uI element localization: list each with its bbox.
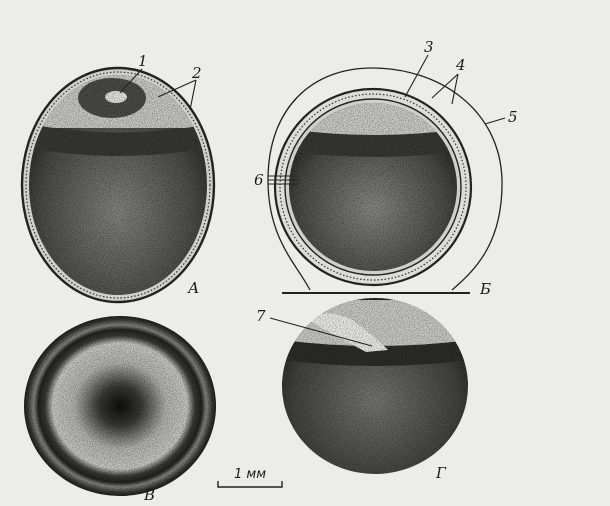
- egg-a: [20, 68, 220, 310]
- egg-b: [268, 68, 502, 293]
- leader-5: [485, 118, 505, 124]
- egg-g: [282, 296, 472, 476]
- label-5: 5: [508, 108, 518, 126]
- label-1: 1: [138, 52, 148, 70]
- label-3: 3: [424, 38, 434, 56]
- leader-3: [405, 55, 428, 97]
- panel-label-b: Б: [479, 280, 491, 298]
- label-2: 2: [191, 64, 202, 82]
- panel-label-v: В: [143, 486, 155, 504]
- panel-label-g: Г: [435, 464, 447, 482]
- label-6: 6: [254, 171, 264, 189]
- scale-bar-label: 1 мм: [234, 467, 266, 482]
- scale-bar: 1 мм: [218, 467, 282, 487]
- label-4: 4: [455, 56, 466, 74]
- panel-label-a: А: [187, 279, 199, 297]
- label-7: 7: [256, 307, 266, 325]
- egg-v: [24, 316, 216, 496]
- leader-2b: [190, 80, 196, 110]
